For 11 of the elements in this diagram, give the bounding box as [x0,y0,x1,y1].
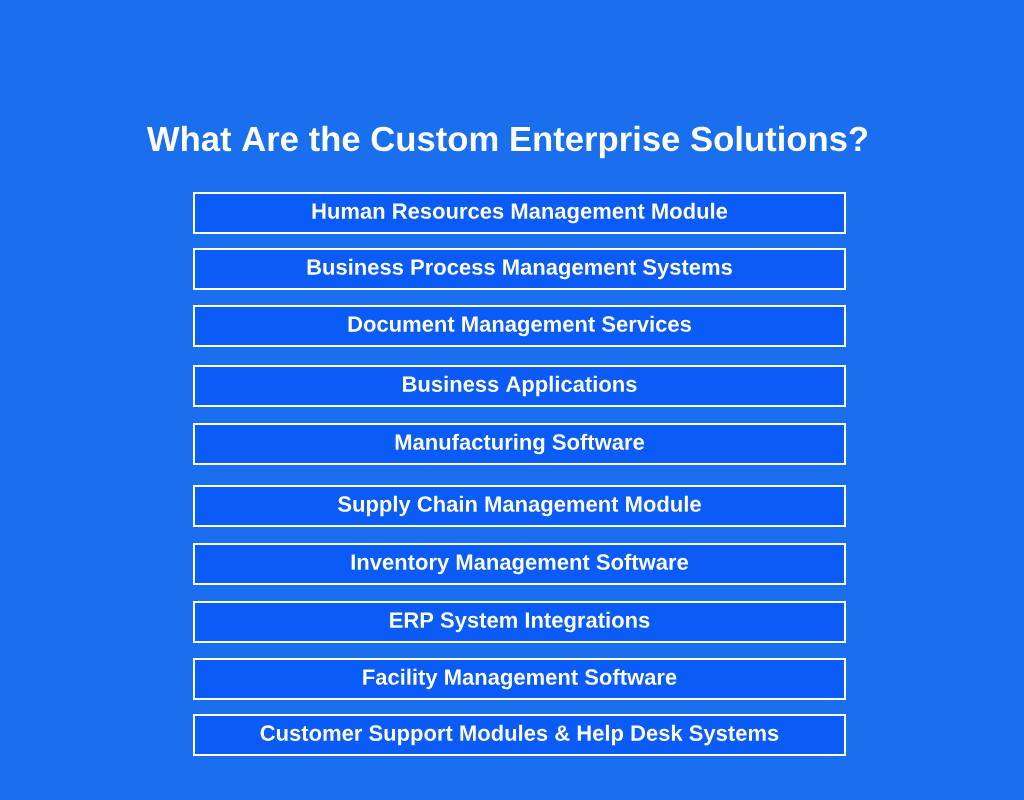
process-box: Business Process Management Systems [193,248,846,290]
process-box: Business Applications [193,365,846,407]
process-box: ERP System Integrations [193,601,846,643]
process-box: Document Management Services [193,305,846,347]
process-box: Supply Chain Management Module [193,485,846,527]
title: What Are the Custom Enterprise Solutions? [146,125,868,159]
process-box: Manufacturing Software [193,423,846,465]
process-box: Inventory Management Software [193,543,846,585]
process-box: Human Resources Management Module [193,192,846,234]
process-box: Customer Support Modules & Help Desk Systems [193,714,846,756]
process-box: Facility Management Software [193,658,846,700]
